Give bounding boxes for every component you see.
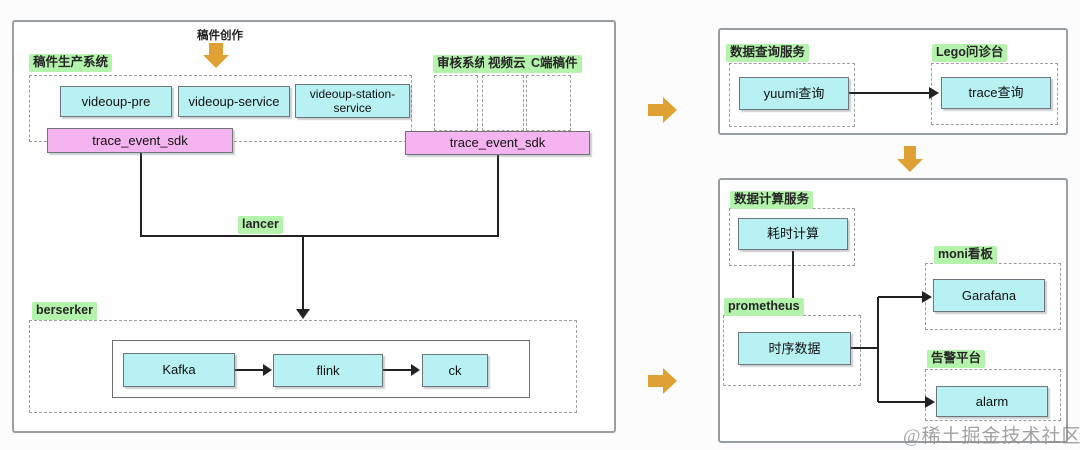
berserker-label: berserker [32,302,97,320]
flow-arrow-right-bottom-icon [648,368,677,394]
query-service-label: 数据查询服务 [726,44,810,62]
flow-arrow-right-top-icon [648,97,677,123]
pipeline-ck-box: ck [422,354,488,387]
compute-service-label: 数据计算服务 [730,191,814,209]
moni-board-label: moni看板 [934,246,997,264]
flow-arrow-down-icon [897,146,923,172]
alert-dashed-box [925,369,1061,421]
external-label-c-side: C端稿件 [527,55,582,73]
sdk-box-left: trace_event_sdk [47,128,233,153]
video-cloud-column [482,75,524,131]
query-service-dashed-box [729,63,855,127]
pipeline-flink-box: flink [273,354,383,387]
creation-label: 稿件创作 [197,30,243,42]
alert-platform-label: 告警平台 [927,350,986,368]
external-label-review-system: 审核系统 [433,55,492,73]
grafana-box: Garafana [933,279,1045,312]
lancer-label: lancer [238,216,283,234]
trace-query-box: trace查询 [941,77,1051,109]
berserker-dashed-box [29,320,577,413]
timeseries-box: 时序数据 [738,332,851,365]
watermark: @稀土掘金技术社区 [903,426,1080,447]
lego-label: Lego问诊台 [932,44,1008,62]
pipeline-kafka-box: Kafka [123,353,235,387]
prometheus-label: prometheus [724,298,804,316]
external-label-video-cloud: 视频云 [484,55,530,73]
yuumi-query-box: yuumi查询 [739,77,849,110]
c-side-column [526,75,571,131]
alarm-box: alarm [936,386,1048,417]
production-system-label: 稿件生产系统 [29,54,113,72]
service-box-videoup-service: videoup-service [178,86,290,117]
review-system-column [434,75,478,131]
service-box-videoup-station-service: videoup-station-service [295,84,410,118]
service-box-videoup-pre: videoup-pre [60,86,172,117]
cost-calc-box: 耗时计算 [738,218,848,250]
sdk-box-right: trace_event_sdk [405,131,590,155]
